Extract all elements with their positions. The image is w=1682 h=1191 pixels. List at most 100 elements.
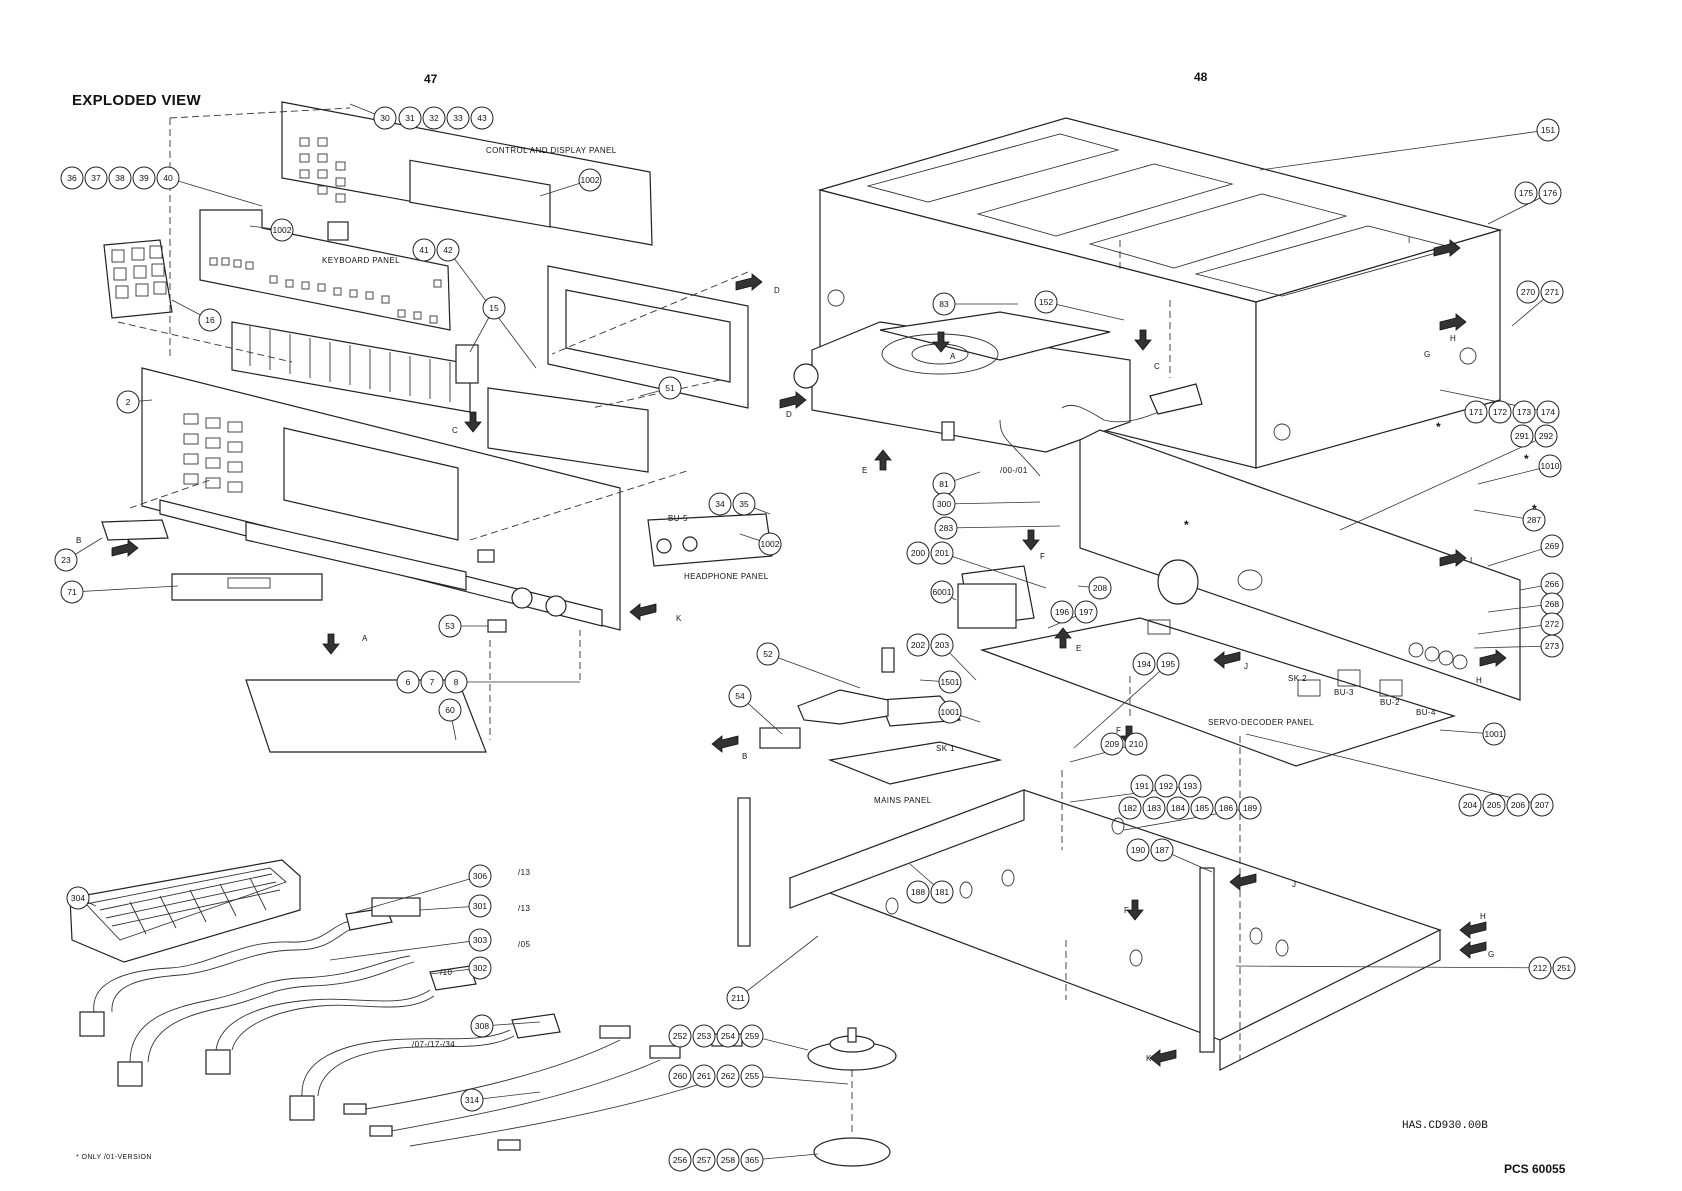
- callout-text: 273: [1545, 641, 1559, 651]
- callout-text: 191: [1135, 781, 1149, 791]
- callout-text: 175: [1519, 188, 1533, 198]
- callout-292: 292: [1534, 424, 1558, 448]
- callout-text: 197: [1079, 607, 1093, 617]
- letter-b-right: B: [742, 752, 748, 761]
- label-control-display-panel: CONTROL AND DISPLAY PANEL: [486, 146, 617, 155]
- callout-text: 272: [1545, 619, 1559, 629]
- callout-text: 308: [475, 1021, 489, 1031]
- leader-line: [737, 935, 819, 999]
- callout-173: 173: [1512, 400, 1536, 424]
- callout-text: 251: [1557, 963, 1571, 973]
- callout-text: 1010: [1541, 461, 1560, 471]
- callout-text: 260: [673, 1071, 687, 1081]
- callout-text: 52: [763, 649, 773, 659]
- asterisk-287: *: [1532, 502, 1537, 516]
- callout-text: 176: [1543, 188, 1557, 198]
- callout-text: 35: [739, 499, 749, 509]
- callout-text: 60: [445, 705, 455, 715]
- callout-text: 200: [911, 548, 925, 558]
- callout-text: 208: [1093, 583, 1107, 593]
- callout-text: 270: [1521, 287, 1535, 297]
- callout-211: 211: [726, 986, 750, 1010]
- asterisk-socket: *: [1184, 518, 1189, 532]
- version-07-17-34: /07-/17-/34: [412, 1040, 456, 1049]
- label-bu5: BU-5: [668, 514, 688, 523]
- guide-lines-left: [117, 107, 749, 740]
- turntable: [807, 1027, 897, 1167]
- callout-text: 211: [731, 993, 745, 1003]
- asterisk-291: *: [1436, 420, 1441, 434]
- callout-191: 191: [1130, 774, 1154, 798]
- control-display-panel: [281, 101, 653, 246]
- callout-252: 252: [668, 1024, 692, 1048]
- part-23: [101, 519, 169, 541]
- callout-176: 176: [1538, 181, 1562, 205]
- callout-202: 202: [906, 633, 930, 657]
- letter-c-right: C: [1154, 362, 1161, 371]
- callout-text: 269: [1545, 541, 1559, 551]
- callout-37: 37: [84, 166, 108, 190]
- callout-259: 259: [740, 1024, 764, 1048]
- callout-151: 151: [1536, 118, 1560, 142]
- button-cluster-16: [103, 239, 173, 319]
- letter-g-chassis: G: [1488, 950, 1495, 959]
- callout-text: 365: [745, 1155, 759, 1165]
- callout-260: 260: [668, 1064, 692, 1088]
- leader-line: [1045, 301, 1125, 321]
- callout-283: 283: [934, 516, 958, 540]
- callout-81: 81: [932, 472, 956, 496]
- callout-194: 194: [1132, 652, 1156, 676]
- leader-line: [751, 1075, 849, 1085]
- callout-40: 40: [156, 166, 180, 190]
- callout-266: 266: [1540, 572, 1564, 596]
- leader-line: [71, 585, 179, 593]
- callout-53: 53: [438, 614, 462, 638]
- letter-f-3: F: [1124, 906, 1130, 915]
- arrows-left: [111, 273, 763, 655]
- callout-text: 258: [721, 1155, 735, 1165]
- callout-188: 188: [906, 880, 930, 904]
- leader-line: [1259, 129, 1549, 171]
- pcs-number: PCS 60055: [1504, 1162, 1566, 1176]
- servo-decoder-pcb: [979, 617, 1457, 767]
- callout-181: 181: [930, 880, 954, 904]
- rear-panel: [1079, 429, 1521, 701]
- callout-269: 269: [1540, 534, 1564, 558]
- callout-36: 36: [60, 166, 84, 190]
- callout-text: 39: [139, 173, 149, 183]
- callout-text: 184: [1171, 803, 1185, 813]
- callout-text: 41: [419, 245, 429, 255]
- callout-192: 192: [1154, 774, 1178, 798]
- callout-text: 304: [71, 893, 85, 903]
- letter-j-rear: J: [1244, 662, 1249, 671]
- keyboard-panel: [199, 209, 451, 331]
- leader-line: [1245, 733, 1543, 806]
- callout-text: 253: [697, 1031, 711, 1041]
- callout-text: 189: [1243, 803, 1257, 813]
- callout-302: 302: [468, 956, 492, 980]
- leader-line: [941, 552, 1047, 589]
- callout-text: 301: [473, 901, 487, 911]
- callout-190: 190: [1126, 838, 1150, 862]
- version-00-01: /00-/01: [1000, 466, 1028, 475]
- callout-text: 8: [454, 677, 459, 687]
- callout-text: 268: [1545, 599, 1559, 609]
- callout-201: 201: [930, 541, 954, 565]
- callout-1001: 1001: [938, 700, 962, 724]
- callout-301: 301: [468, 894, 492, 918]
- callout-text: 291: [1515, 431, 1529, 441]
- callout-287: 287: [1522, 508, 1546, 532]
- callout-text: 202: [911, 640, 925, 650]
- callout-text: 1001: [1485, 729, 1504, 739]
- callout-54: 54: [728, 684, 752, 708]
- callout-text: 151: [1541, 125, 1555, 135]
- mains-panel-pcb: [759, 695, 1003, 785]
- version-10: /10: [440, 968, 453, 977]
- letter-f-1: F: [1040, 552, 1046, 561]
- callout-text: 306: [473, 871, 487, 881]
- letter-f-2: F: [1116, 726, 1122, 735]
- arrows-right: [711, 239, 1507, 1067]
- callout-60: 60: [438, 698, 462, 722]
